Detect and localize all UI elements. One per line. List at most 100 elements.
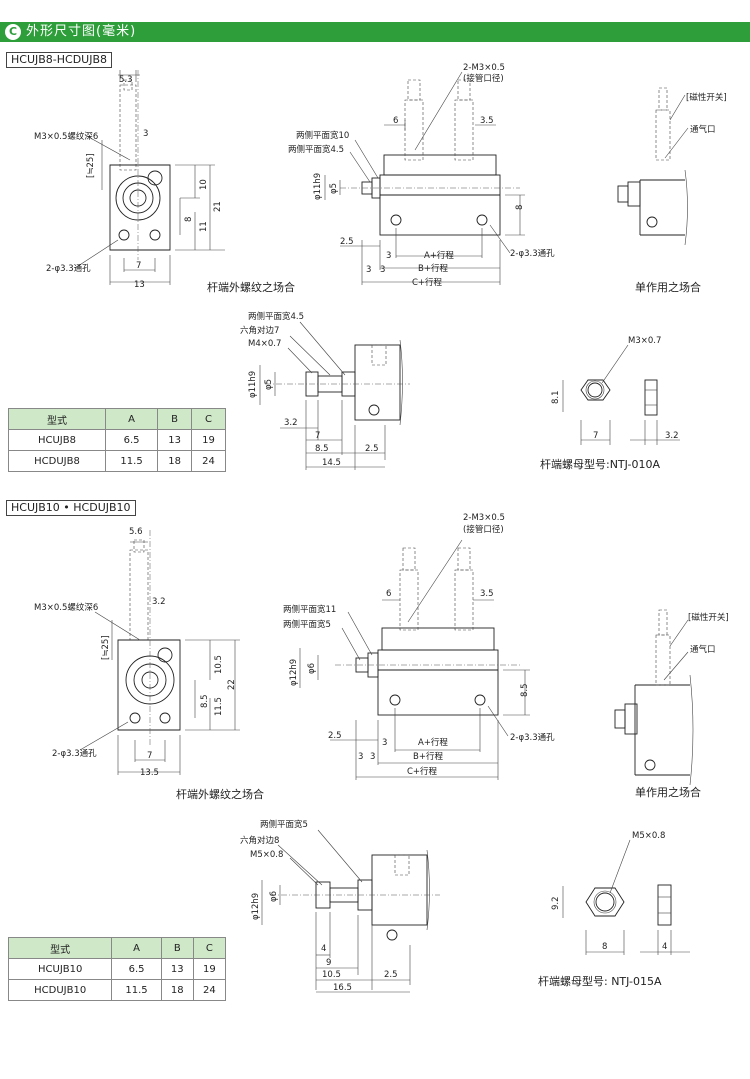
dim-w7: 7 xyxy=(136,261,141,271)
dim-w35: 3.5 xyxy=(480,589,494,599)
nut-drawing-1 xyxy=(562,344,680,445)
rod-hex-label: 六角对边7 xyxy=(240,325,279,336)
table-cell: 24 xyxy=(191,450,226,472)
table-cell: 11.5 xyxy=(104,450,159,472)
nut-drawing-2 xyxy=(562,839,690,955)
dim-d25: 2.5 xyxy=(340,237,354,247)
rod-flat-label: 两侧平面宽4.5 xyxy=(248,311,304,322)
table-cell: 19 xyxy=(191,429,226,451)
flat-width-small-label: 两侧平面宽4.5 xyxy=(288,144,344,155)
table-cell: 11.5 xyxy=(111,979,162,1001)
table-header-cell: 型式 xyxy=(7,937,113,959)
dim-w1: 5.3 xyxy=(119,75,133,85)
dim-d3-a: 3 xyxy=(386,251,391,261)
b-stroke-label: B+行程 xyxy=(413,751,443,762)
dim-h11: 11 xyxy=(199,221,209,232)
single-acting-drawing-2 xyxy=(614,609,694,786)
table-cell: 6.5 xyxy=(111,958,162,980)
rod-end-drawing-1 xyxy=(259,321,410,470)
dim-d3-c: 3 xyxy=(370,752,375,762)
rod-dia-label: φ11h9 xyxy=(313,173,323,200)
page-title: 外形尺寸图(毫米) xyxy=(26,24,137,39)
table-header-row: 型式 A B C xyxy=(8,408,226,430)
dim-rod-85: 10.5 xyxy=(322,970,341,980)
port-label: 2-M3×0.5 xyxy=(463,63,505,73)
table-cell: 24 xyxy=(192,979,227,1001)
table-header-cell: 型式 xyxy=(8,408,106,430)
table-cell: 13 xyxy=(160,958,194,980)
dim-h8: 8 xyxy=(184,217,194,222)
dim-rod-145: 16.5 xyxy=(333,983,352,993)
a-stroke-label: A+行程 xyxy=(418,737,448,748)
rod-dia-label: φ12h9 xyxy=(289,659,299,686)
dim-w13: 13.5 xyxy=(140,768,159,778)
dim-w7: 7 xyxy=(147,751,152,761)
switch-label: [磁性开关] xyxy=(688,612,729,623)
dim-h8-side: 8.5 xyxy=(520,683,530,697)
flat-width-small-label: 两侧平面宽5 xyxy=(283,619,331,630)
rod-end-drawing-2 xyxy=(261,829,440,993)
table-cell: 18 xyxy=(160,979,194,1001)
dim-rod-32: 4 xyxy=(321,944,326,954)
dim-h8-side: 8 xyxy=(515,205,525,210)
dim-eq25: [≒25] xyxy=(86,153,96,178)
dim-h10: 10 xyxy=(199,179,209,190)
dim-rod-7: 7 xyxy=(315,431,320,441)
table-cell: 18 xyxy=(157,450,193,472)
vent-label: 通气口 xyxy=(690,124,716,135)
caption-single-acting: 单作用之场合 xyxy=(635,280,701,294)
vent-label: 通气口 xyxy=(690,644,716,655)
dim-d3-b: 3 xyxy=(366,265,371,275)
header-bar xyxy=(0,22,750,42)
dim-rod-7: 9 xyxy=(326,958,331,968)
dim-d25: 2.5 xyxy=(328,731,342,741)
table-row: HCUJB8 6.5 13 19 xyxy=(8,429,226,451)
thread-label: M3×0.5螺纹深6 xyxy=(34,131,98,142)
c-stroke-label: C+行程 xyxy=(412,277,443,288)
c-stroke-label: C+行程 xyxy=(407,766,438,777)
rod-flat-label: 两侧平面宽5 xyxy=(260,819,308,830)
port-label: 2-M3×0.5 xyxy=(463,513,505,523)
nut-thickness-label: 4 xyxy=(662,942,667,952)
rod-dia-detail: φ11h9 xyxy=(248,371,258,398)
rod-dia-small-label: φ6 xyxy=(307,663,317,674)
port-sub-label: (接管口径) xyxy=(463,73,504,84)
end-view-drawing-2 xyxy=(79,530,240,775)
nut-width-label: 8 xyxy=(602,942,607,952)
dim-d3-a: 3 xyxy=(382,738,387,748)
dim-h11: 11.5 xyxy=(214,697,224,716)
thread-label: M3×0.5螺纹深6 xyxy=(34,602,98,613)
nut-height-label: 8.1 xyxy=(551,390,561,404)
dim-rod-32: 3.2 xyxy=(284,418,298,428)
nut-caption: 杆端螺母型号: NTJ-015A xyxy=(538,974,662,988)
table-cell: 19 xyxy=(192,958,227,980)
end-view-drawing-1 xyxy=(74,70,225,285)
single-acting-drawing-1 xyxy=(617,87,689,246)
table-cell: 13 xyxy=(157,429,193,451)
dim-d3: 3.2 xyxy=(152,597,166,607)
model-label-8: HCUJB8-HCDUJB8 xyxy=(6,52,113,68)
rod-dia-small-label: φ5 xyxy=(329,183,339,194)
dim-eq25: [≒25] xyxy=(101,635,111,660)
side-view-drawing-2 xyxy=(299,539,530,780)
dim-h21: 21 xyxy=(213,201,223,212)
holes-label: 2-φ3.3通孔 xyxy=(52,748,97,759)
table-header-cell: C xyxy=(191,408,226,430)
table-header-cell: A xyxy=(111,937,162,959)
table-cell: HCDUJB8 xyxy=(8,450,106,472)
dim-w6: 6 xyxy=(393,116,398,126)
caption-single-acting: 单作用之场合 xyxy=(635,785,701,799)
caption-rod-thread: 杆端外螺纹之场合 xyxy=(207,280,295,294)
nut-caption: 杆端螺母型号:NTJ-010A xyxy=(540,457,660,471)
side-view-drawing-1 xyxy=(324,71,525,285)
switch-label: [磁性开关] xyxy=(686,92,727,103)
table-header-cell: A xyxy=(104,408,159,430)
dim-h21: 22 xyxy=(227,679,237,690)
nut-thickness-label: 3.2 xyxy=(665,431,679,441)
dim-rod-145: 14.5 xyxy=(322,458,341,468)
rod-dia-small-detail: φ5 xyxy=(264,379,274,390)
table-header-cell: C xyxy=(192,937,227,959)
dim-w13: 13 xyxy=(134,280,145,290)
